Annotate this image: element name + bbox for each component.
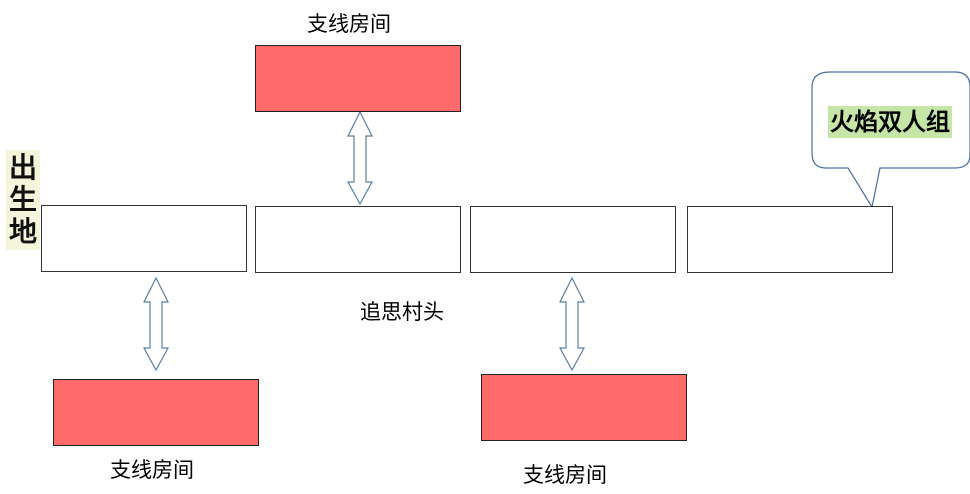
birthplace-char-1: 出 [8, 151, 37, 184]
branch-room-top [255, 45, 461, 112]
callout-label: 火焰双人组 [828, 106, 952, 138]
birthplace-label: 出 生 地 [6, 150, 40, 250]
birthplace-char-3: 地 [8, 215, 37, 248]
callout-bubble [811, 71, 970, 209]
branch-room-bottom-right [481, 374, 687, 441]
double-arrow-left [142, 276, 170, 372]
branch-room-bottom-right-label: 支线房间 [523, 463, 607, 487]
main-box-1 [41, 205, 247, 272]
branch-room-bottom-left-label: 支线房间 [110, 458, 194, 482]
main-label: 追思村头 [360, 300, 444, 324]
main-box-2 [255, 206, 461, 273]
double-arrow-right [558, 276, 586, 372]
branch-room-top-label: 支线房间 [307, 12, 391, 36]
birthplace-char-2: 生 [8, 183, 37, 216]
main-box-4 [687, 206, 893, 273]
branch-room-bottom-left [53, 379, 259, 446]
double-arrow-top [346, 110, 374, 206]
main-box-3 [470, 206, 676, 273]
